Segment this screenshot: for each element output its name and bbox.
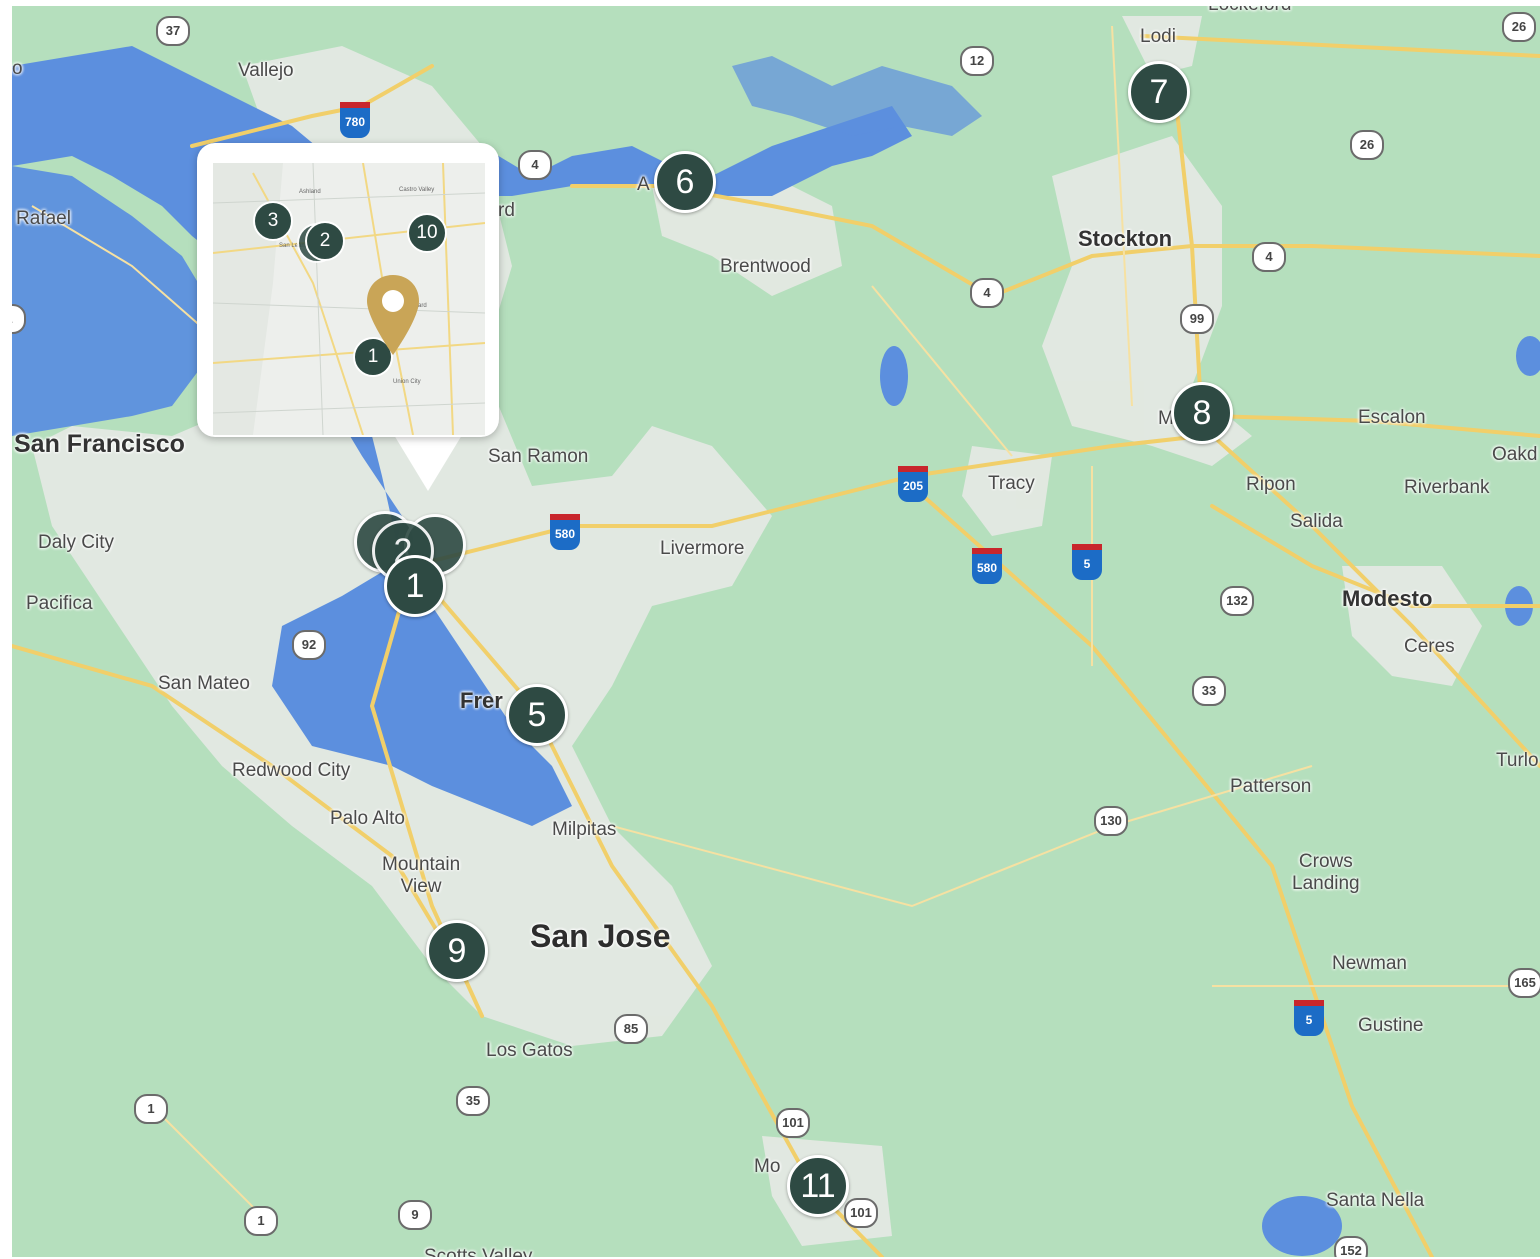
city-label-brentwood: Brentwood (720, 256, 811, 277)
map-canvas[interactable]: Vallejo Lodi Rafael Stockton Brentwood E… (12, 6, 1540, 1257)
inset-label-castro-valley: Castro Valley (399, 187, 435, 193)
city-label-turlock: Turlo (1496, 750, 1539, 771)
city-label-newman: Newman (1332, 953, 1407, 974)
route-shield-92: 92 (292, 630, 326, 660)
city-label-san-ramon: San Ramon (488, 446, 589, 467)
city-label-livermore: Livermore (660, 538, 745, 559)
interstate-shield-205: 205 (898, 466, 928, 502)
city-label-antioch: A (637, 174, 650, 195)
city-label-concord: rd (498, 200, 515, 221)
route-shield-26: 26 (1350, 130, 1384, 160)
route-shield-132: 132 (1220, 586, 1254, 616)
route-shield-165: 165 (1508, 968, 1540, 998)
route-shield-35: 35 (456, 1086, 490, 1116)
inset-label-union-city: Union City (393, 379, 421, 385)
city-label-riverbank: Riverbank (1404, 477, 1490, 498)
city-label-oakdale: Oakd (1492, 444, 1538, 465)
route-shield-37: 37 (156, 16, 190, 46)
city-label-crows-landing: Crows Landing (1292, 851, 1360, 894)
map-marker-8[interactable]: 8 (1171, 382, 1233, 444)
interstate-shield-780: 780 (340, 102, 370, 138)
city-label-pacifica: Pacifica (26, 593, 93, 614)
city-label-palo-alto: Palo Alto (330, 808, 405, 829)
route-shield-152: 152 (1334, 1236, 1368, 1257)
inset-marker-10[interactable]: 10 (407, 213, 447, 253)
city-label-stockton: Stockton (1078, 226, 1173, 251)
route-shield-85: 85 (614, 1014, 648, 1044)
city-label-milpitas: Milpitas (552, 819, 617, 840)
interstate-shield-580: 580 (550, 514, 580, 550)
city-label-redwood-city: Redwood City (232, 760, 351, 781)
city-label-tracy: Tracy (988, 473, 1035, 494)
city-label-escalon: Escalon (1358, 407, 1426, 428)
city-label-rafael: Rafael (16, 208, 71, 229)
city-label-san-francisco: San Francisco (14, 430, 185, 458)
inset-marker-2[interactable]: 2 (305, 221, 345, 261)
map-marker-7[interactable]: 7 (1128, 61, 1190, 123)
city-label-los-gatos: Los Gatos (486, 1040, 573, 1061)
map-marker-11[interactable]: 11 (787, 1155, 849, 1217)
inset-label-ashland: Ashland (299, 189, 321, 195)
route-shield-4: 4 (518, 150, 552, 180)
inset-map-base (213, 163, 485, 435)
route-shield-12: 12 (960, 46, 994, 76)
route-shield-4-central: 4 (970, 278, 1004, 308)
route-shield-1: 1 (134, 1094, 168, 1124)
city-label-san-mateo: San Mateo (158, 673, 250, 694)
route-shield-33: 33 (1192, 676, 1226, 706)
route-shield-101: 101 (776, 1108, 810, 1138)
city-label-morgan-hill: Mo (754, 1156, 781, 1177)
interstate-shield-580-east: 580 (972, 548, 1002, 584)
city-label-ceres: Ceres (1404, 636, 1455, 657)
city-label-scotts-valley: Scotts Valley (424, 1246, 533, 1257)
city-label-modesto: Modesto (1342, 586, 1433, 611)
popup-tail (394, 435, 462, 491)
city-label-patterson: Patterson (1230, 776, 1312, 797)
route-shield-1-south: 1 (244, 1206, 278, 1236)
city-label-santa-nella: Santa Nella (1326, 1190, 1425, 1211)
inset-marker-3[interactable]: 3 (253, 201, 293, 241)
route-shield-99: 99 (1180, 304, 1214, 334)
city-label-ripon: Ripon (1246, 474, 1296, 495)
inset-label-san-leandro: San Leandro (279, 243, 314, 249)
map-marker-9[interactable]: 9 (426, 920, 488, 982)
map-marker-1[interactable]: 1 (384, 555, 446, 617)
city-label-lodi: Lodi (1140, 26, 1176, 47)
city-label-daly-city: Daly City (38, 532, 115, 553)
map-marker-6[interactable]: 6 (654, 151, 716, 213)
city-label-fremont: Frer (460, 688, 503, 713)
city-label-vallejo: Vallejo (238, 60, 294, 81)
map-popup[interactable]: Ashland Castro Valley San Leandro Haywar… (197, 143, 499, 437)
interstate-shield-5: 5 (1072, 544, 1102, 580)
route-shield-130: 130 (1094, 806, 1128, 836)
city-label-san-jose: San Jose (530, 918, 671, 954)
route-shield-101-south: 101 (844, 1198, 878, 1228)
city-label-salida: Salida (1290, 511, 1343, 532)
city-label-gustine: Gustine (1358, 1015, 1424, 1036)
route-shield-4-east: 4 (1252, 242, 1286, 272)
interstate-shield-5-south: 5 (1294, 1000, 1324, 1036)
city-label-mountain-view: Mountain View (382, 854, 461, 897)
route-shield-9: 9 (398, 1200, 432, 1230)
city-label-edge: o (12, 58, 23, 79)
popup-inset-map[interactable]: Ashland Castro Valley San Leandro Haywar… (213, 163, 485, 435)
map-marker-5[interactable]: 5 (506, 684, 568, 746)
city-label-lockeford: Lockeford (1208, 6, 1291, 16)
city-label-manteca: M (1158, 408, 1174, 429)
route-shield-26-east: 26 (1502, 12, 1536, 42)
location-pin-icon[interactable] (365, 273, 421, 357)
